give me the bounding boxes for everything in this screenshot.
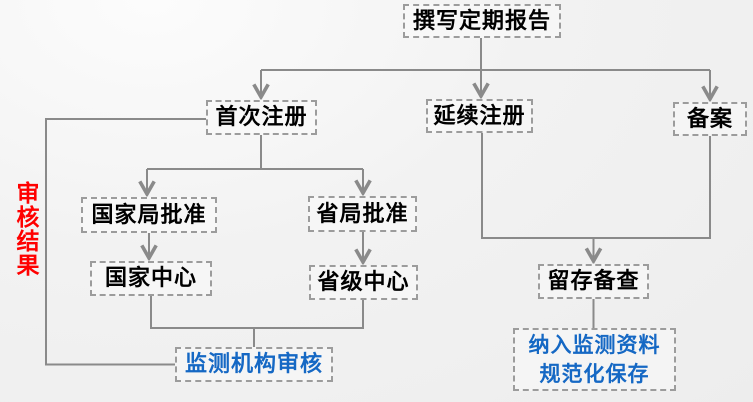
node-monitoring-agency-review: 监测机构审核: [175, 347, 333, 382]
edge-renewal-filing-merge-rail: [481, 133, 711, 239]
edge-centers-merge-rail: [150, 296, 364, 329]
node-retain-for-reference: 留存备查: [538, 264, 649, 299]
node-filing: 备案: [673, 102, 747, 136]
node-first-registration: 首次注册: [206, 100, 317, 135]
node-national-center: 国家中心: [90, 261, 212, 296]
node-write-report: 撰写定期报告: [403, 4, 561, 38]
edge-first-registration-split-rail: [147, 135, 363, 170]
node-provincial-bureau-approval: 省局批准: [308, 196, 417, 232]
review-result-side-label: 审核结果: [13, 181, 39, 277]
node-renewal-registration: 延续注册: [426, 99, 533, 133]
edge-review-feedback-loop: [45, 118, 206, 366]
node-standardized-storage: 纳入监测资料 规范化保存: [513, 328, 676, 391]
node-provincial-center: 省级中心: [309, 265, 418, 300]
node-national-bureau-approval: 国家局批准: [81, 197, 217, 233]
